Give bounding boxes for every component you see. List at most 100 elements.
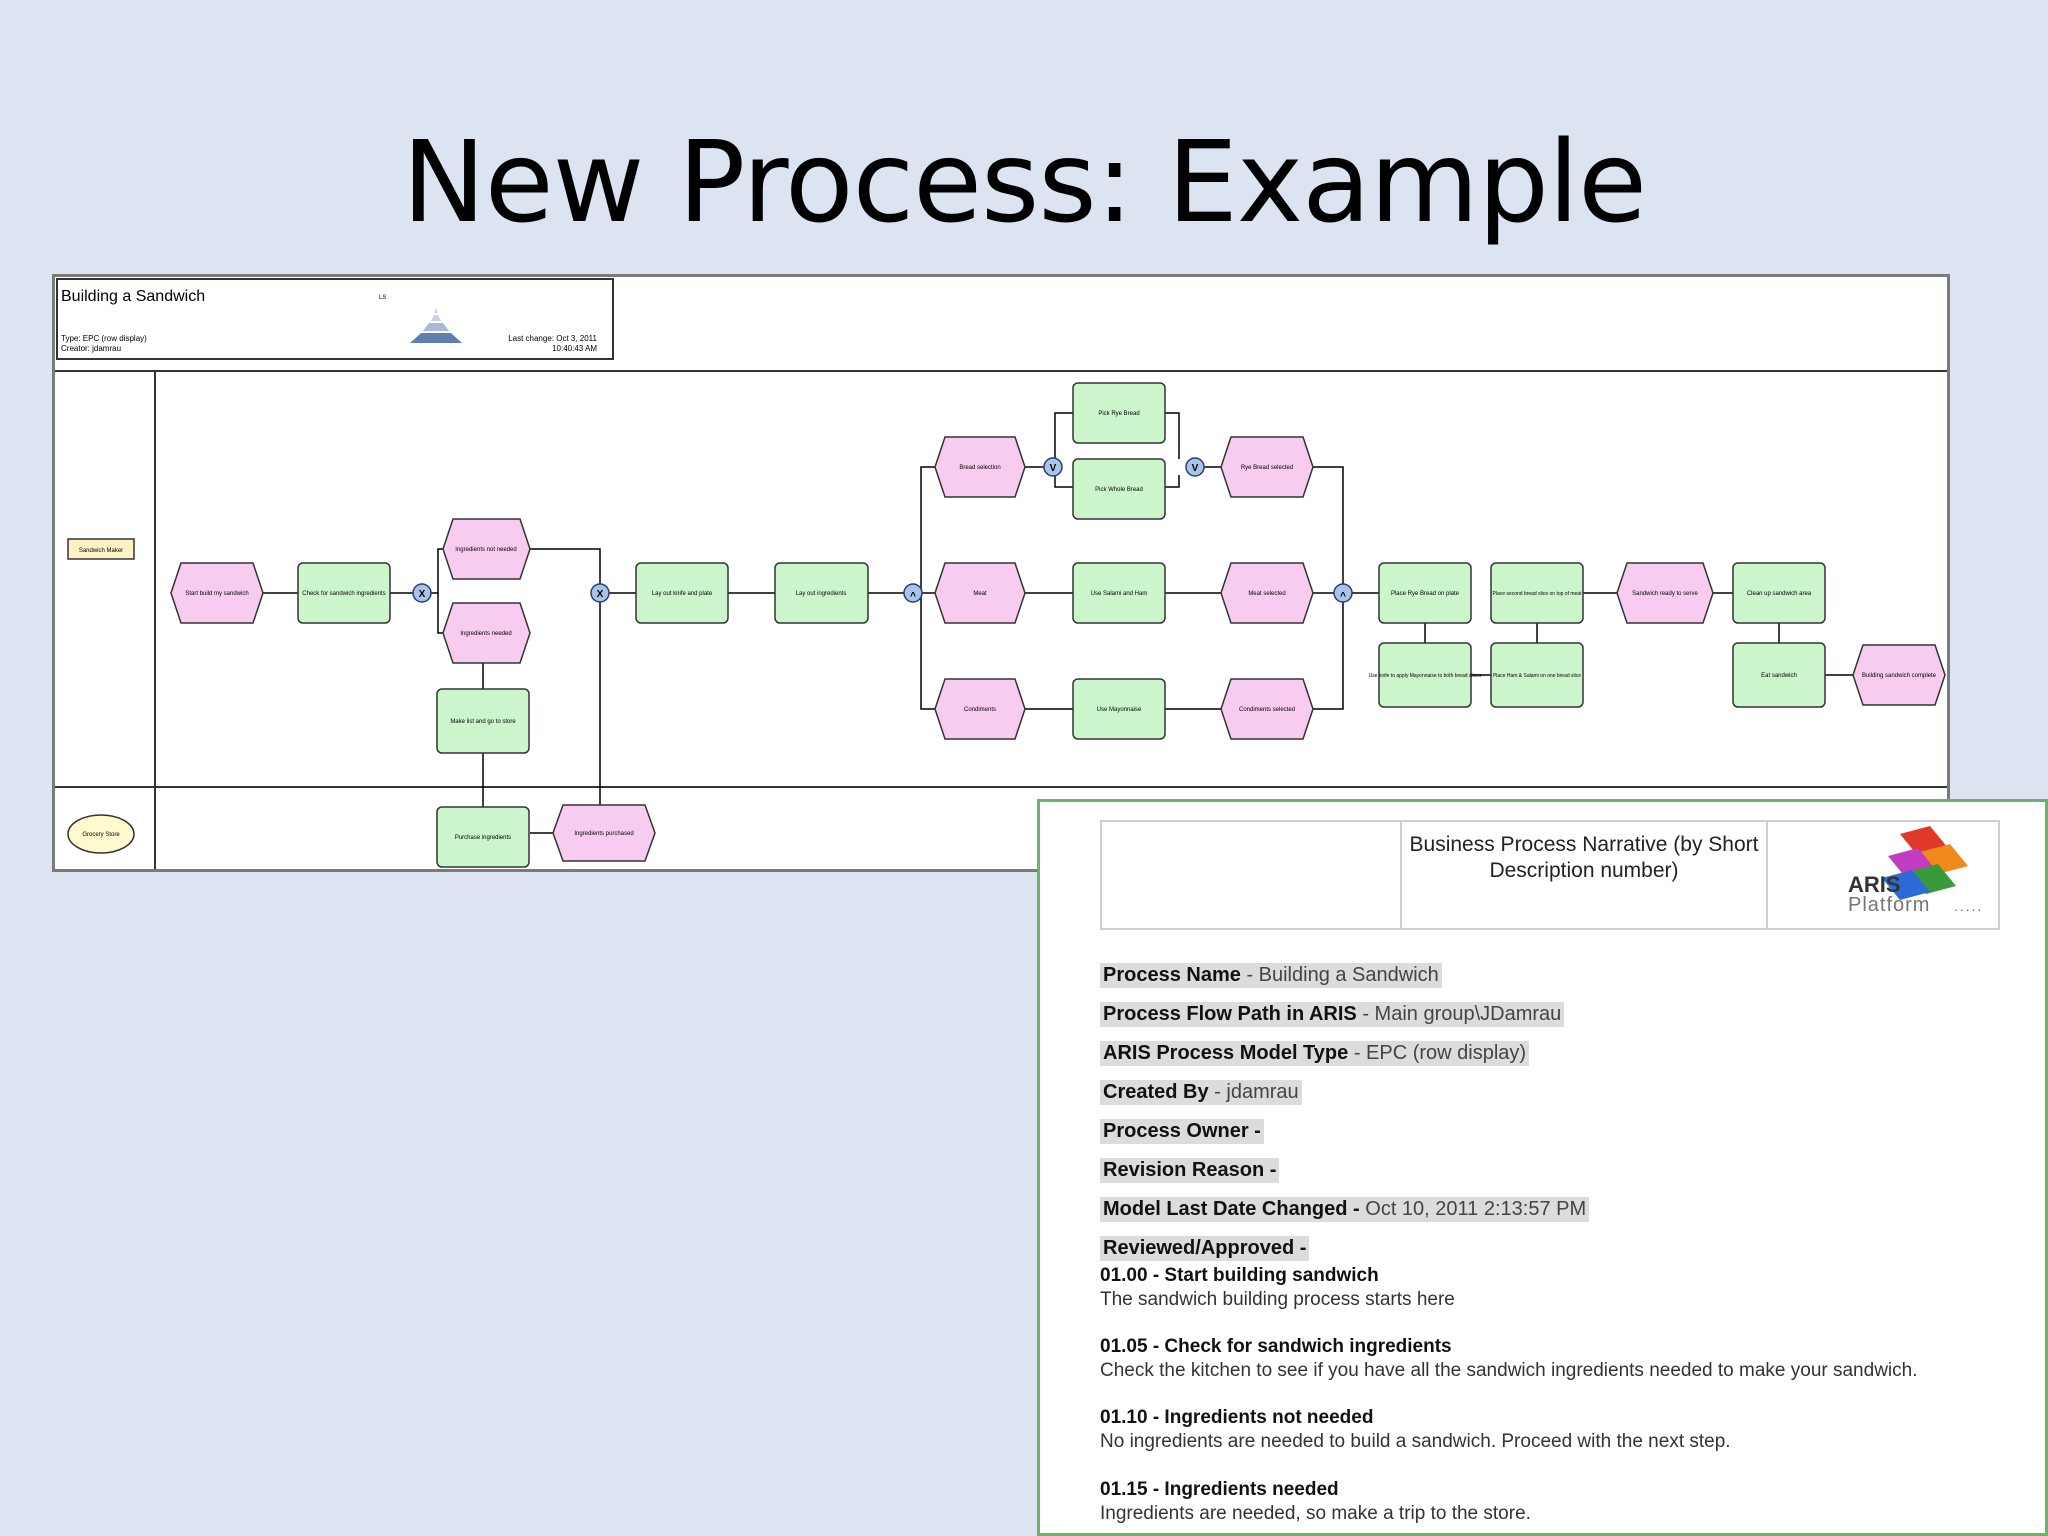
event-condiments: [934, 678, 1026, 740]
function-use-knife-mayo: [1378, 642, 1472, 708]
field-reviewed-approved: Reviewed/Approved -: [1100, 1236, 1310, 1261]
event-ingredients-purchased-label: Ingredients purchased: [574, 831, 633, 837]
function-clean-area: [1732, 562, 1826, 624]
diagram-last-change-time: 10:40:43 AM: [552, 344, 597, 353]
aris-logo: ARIS Platform .....: [1770, 822, 1998, 928]
step-desc: No ingredients are needed to build a san…: [1100, 1431, 1731, 1452]
step-title: 01.00 - Start building sandwich: [1100, 1265, 1379, 1286]
lane-grocery-store: [67, 814, 135, 854]
narrative-header: Business Process Narrative (by Short Des…: [1100, 820, 2000, 930]
function-purchase-ingredients-label: Purchase ingredients: [455, 835, 511, 841]
field-created-by: Created By - jdamrau: [1100, 1080, 1302, 1105]
function-make-list: [436, 688, 530, 754]
event-building-complete-label: Building sandwich complete: [1862, 673, 1937, 679]
step-desc: Check the kitchen to see if you have all…: [1100, 1360, 1918, 1381]
aris-brand: ARIS: [1848, 872, 1901, 897]
function-pick-rye-label: Pick Rye Bread: [1098, 411, 1139, 417]
svg-text:LS: LS: [379, 295, 386, 301]
function-pick-rye: [1072, 382, 1166, 444]
event-building-complete: [1852, 644, 1946, 706]
field-process-name: Process Name - Building a Sandwich: [1100, 963, 1442, 988]
pyramid-logo-icon: [410, 307, 462, 343]
diagram-header-box: [56, 278, 614, 360]
event-start-build: [170, 562, 264, 624]
event-ingredients-needed: [442, 602, 531, 664]
connector-and-split: [903, 583, 923, 603]
field-process-owner: Process Owner -: [1100, 1119, 1264, 1144]
event-rye-bread-selected-label: Rye Bread selected: [1241, 465, 1293, 471]
function-lay-ingredients: [774, 562, 869, 624]
function-check-ingredients: [297, 562, 391, 624]
event-ingredients-needed-label: Ingredients needed: [460, 631, 511, 637]
function-place-rye-plate: [1378, 562, 1472, 624]
function-use-knife-mayo-label: Use knife to apply Mayonnaise to both br…: [1369, 673, 1482, 679]
epc-diagram-panel: Building a Sandwich Type: EPC (row displ…: [52, 274, 1950, 872]
function-lay-knife-plate: [635, 562, 729, 624]
function-use-salami-ham: [1072, 562, 1166, 624]
function-eat-sandwich-label: Eat sandwich: [1761, 673, 1797, 679]
step-title: 01.10 - Ingredients not needed: [1100, 1407, 1374, 1428]
step-desc: Ingredients are needed, so make a trip t…: [1100, 1503, 1531, 1524]
event-bread-selection: [934, 436, 1026, 498]
function-place-ham-salami-label: Place Ham & Salami on one bread slice: [1493, 673, 1581, 679]
lane-sandwich-maker-label: Sandwich Maker: [79, 548, 123, 554]
svg-text:^: ^: [1340, 591, 1346, 602]
function-lay-knife-plate-label: Lay out knife and plate: [652, 591, 713, 597]
narrative-header-title: Business Process Narrative (by Short Des…: [1402, 822, 1768, 928]
connector-xor-join: [590, 583, 610, 603]
event-condiments-selected-label: Condiments selected: [1239, 707, 1295, 713]
function-use-mayo-label: Use Mayonnaise: [1097, 707, 1142, 713]
event-ingredients-not-needed-label: Ingredients not needed: [455, 547, 516, 553]
epc-diagram: Building a Sandwich Type: EPC (row displ…: [55, 278, 1947, 869]
narrative-document: Business Process Narrative (by Short Des…: [1037, 799, 2048, 1536]
event-start-build-label: Start build my sandwich: [185, 591, 248, 597]
function-place-second-slice-label: Place second bread slice on top of meat: [1493, 591, 1583, 597]
function-clean-area-label: Clean up sandwich area: [1747, 591, 1812, 597]
field-last-date-changed: Model Last Date Changed - Oct 10, 2011 2…: [1100, 1197, 1590, 1222]
step-title: 01.15 - Ingredients needed: [1100, 1479, 1339, 1500]
slide-title: New Process: Example: [402, 118, 1647, 248]
event-meat-selected: [1220, 562, 1314, 624]
diagram-type-line: Type: EPC (row display): [61, 334, 147, 343]
diagram-creator-line: Creator: jdamrau: [61, 344, 121, 353]
diagram-last-change: Last change: Oct 3, 2011: [508, 334, 597, 343]
event-rye-bread-selected: [1220, 436, 1314, 498]
field-flow-path: Process Flow Path in ARIS - Main group\J…: [1100, 1002, 1565, 1027]
function-lay-ingredients-label: Lay out ingredients: [796, 591, 847, 597]
step-title: 01.05 - Check for sandwich ingredients: [1100, 1336, 1452, 1357]
event-sandwich-ready: [1616, 562, 1714, 624]
svg-text:X: X: [597, 589, 604, 600]
svg-text:V: V: [1192, 463, 1199, 474]
function-check-ingredients-label: Check for sandwich ingredients: [302, 591, 385, 597]
event-meat: [934, 562, 1026, 624]
event-sandwich-ready-label: Sandwich ready to serve: [1632, 591, 1698, 597]
step-desc: The sandwich building process starts her…: [1100, 1289, 1455, 1310]
event-condiments-label: Condiments: [964, 707, 996, 713]
event-bread-selection-label: Bread selection: [959, 465, 1000, 471]
function-pick-wholewheat-label: Pick Whole Bread: [1095, 487, 1143, 493]
lane-sandwich-maker: [67, 538, 135, 560]
function-use-mayo: [1072, 678, 1166, 740]
function-place-second-slice: [1490, 562, 1584, 624]
event-meat-label: Meat: [973, 591, 987, 597]
event-ingredients-purchased: [552, 804, 656, 862]
svg-text:X: X: [419, 589, 426, 600]
connector-xor-split: [412, 583, 432, 603]
event-ingredients-not-needed: [442, 518, 531, 580]
field-revision-reason: Revision Reason -: [1100, 1158, 1280, 1183]
function-eat-sandwich: [1732, 642, 1826, 708]
function-purchase-ingredients: [436, 806, 530, 868]
function-place-ham-salami: [1490, 642, 1584, 708]
connector-and-join: [1333, 583, 1353, 603]
connector-or-join: [1185, 457, 1205, 477]
aris-platform: Platform: [1848, 894, 1931, 916]
diagram-title: Building a Sandwich: [61, 288, 205, 305]
event-meat-selected-label: Meat selected: [1248, 591, 1285, 597]
function-pick-wholewheat: [1072, 458, 1166, 520]
field-model-type: ARIS Process Model Type - EPC (row displ…: [1100, 1041, 1530, 1066]
function-use-salami-ham-label: Use Salami and Ham: [1091, 591, 1148, 597]
function-make-list-label: Make list and go to store: [450, 719, 516, 725]
lane-grocery-store-label: Grocery Store: [82, 832, 120, 838]
event-condiments-selected: [1220, 678, 1314, 740]
function-place-rye-plate-label: Place Rye Bread on plate: [1391, 591, 1460, 597]
